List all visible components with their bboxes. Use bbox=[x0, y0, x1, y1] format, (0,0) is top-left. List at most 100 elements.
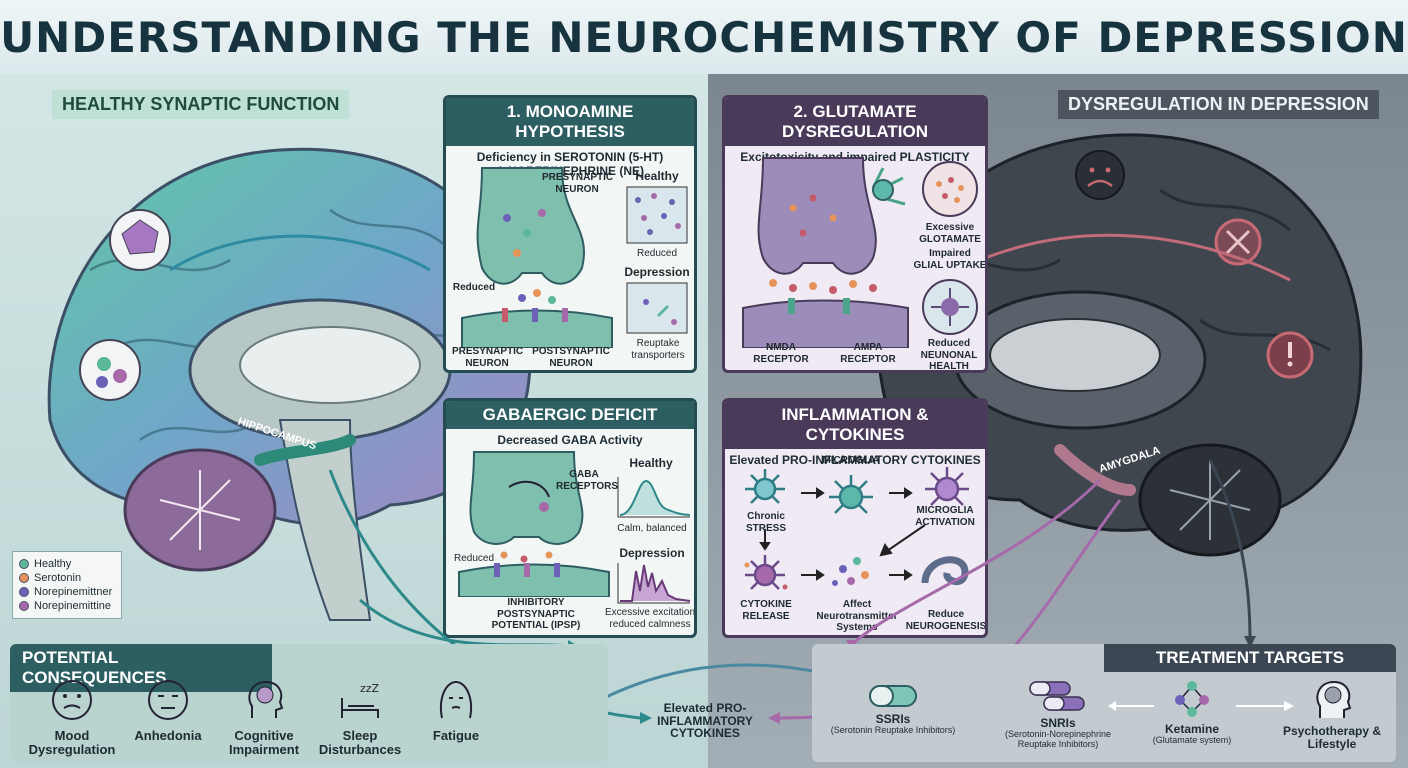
legend-dot bbox=[19, 601, 29, 611]
legend-dot bbox=[19, 573, 29, 583]
nmda-label: NMDA RECEPTOR bbox=[753, 342, 809, 365]
capsule-icon bbox=[869, 685, 917, 707]
treatment-arrows bbox=[1108, 701, 1294, 711]
consequence-label: Fatigue bbox=[432, 728, 480, 743]
reduced-side-label: Reduced bbox=[452, 282, 496, 293]
snri-sub-label: (Serotonin-Norepinephrine Reuptake Inhib… bbox=[1004, 729, 1112, 750]
presynaptic-bottom-label: PRESYNAPTIC NEURON bbox=[452, 346, 524, 369]
consequence-item: Mood Dysregulation bbox=[24, 678, 120, 758]
gaba-healthy-label: Healthy bbox=[629, 456, 673, 470]
presynaptic-top-label: PRESYNAPTIC NEURON bbox=[542, 172, 614, 195]
monoamine-panel: 1. MONOAMINE HYPOTHESIS Deficiency in SE… bbox=[443, 95, 697, 373]
treatment-ketamine: Ketamine (Glutamate system) bbox=[1142, 678, 1242, 746]
legend-item: Serotonin bbox=[19, 572, 115, 584]
inflammation-panel: INFLAMMATION & CYTOKINES Elevated PRO-IN… bbox=[722, 398, 988, 638]
gaba-synapse-icon bbox=[458, 451, 610, 597]
legend-item: Norepinemittine bbox=[19, 600, 115, 612]
cytokine-release-label: CYTOKINE RELEASE bbox=[740, 599, 792, 622]
calm-waveform bbox=[617, 477, 691, 518]
glutamate-synapse-icon bbox=[742, 157, 909, 348]
excitation-waveform bbox=[617, 563, 691, 604]
consequences-header: POTENTIAL CONSEQUENCES bbox=[10, 644, 272, 692]
consequence-item: Fatigue bbox=[408, 678, 504, 743]
legend: Healthy Serotonin Norepinemittner Norepi… bbox=[12, 551, 122, 619]
postsynaptic-label: POSTSYNAPTIC NEURON bbox=[532, 346, 610, 369]
cognitive-head-icon bbox=[248, 680, 284, 718]
reuptake-label: Reuptake transporters bbox=[631, 338, 685, 361]
gaba-depression-label: Depression bbox=[619, 546, 685, 560]
ssri-label: SSRIs bbox=[875, 712, 911, 726]
excessive-glutamate-label: Excessive GLOTAMATE bbox=[919, 222, 981, 245]
title-bar: UNDERSTANDING THE NEUROCHEMISTRY OF DEPR… bbox=[0, 0, 1408, 74]
healthy-section-tag: HEALTHY SYNAPTIC FUNCTION bbox=[52, 90, 350, 119]
inhibitory-label: INHIBITORY POSTSYNAPTIC POTENTIAL (IPSP) bbox=[491, 597, 581, 631]
monoamine-header: 1. MONOAMINE HYPOTHESIS bbox=[446, 98, 694, 146]
mono-depression-label: Depression bbox=[624, 265, 690, 279]
treatment-section: TREATMENT TARGETS SSRIs (Serotonin Reupt… bbox=[812, 644, 1396, 762]
gaba-reduced-label: Reduced bbox=[453, 553, 495, 564]
gaba-header: GABAERGIC DEFICIT bbox=[446, 401, 694, 429]
fatigue-face-icon bbox=[440, 680, 472, 719]
legend-dot bbox=[19, 587, 29, 597]
legend-label: Serotonin bbox=[34, 572, 82, 584]
consequence-item: Anhedonia bbox=[120, 678, 216, 743]
mono-healthy-box bbox=[626, 186, 688, 244]
treatment-snri: SNRIs (Serotonin-Norepinephrine Reuptake… bbox=[990, 680, 1126, 750]
legend-label: Healthy bbox=[34, 558, 72, 570]
mood-face-icon bbox=[52, 680, 92, 720]
reduce-neurogenesis-label: Reduce NEUROGENESIS bbox=[905, 609, 987, 632]
psychotherapy-label: Psychotherapy & Lifestyle bbox=[1282, 724, 1382, 752]
page-title: UNDERSTANDING THE NEUROCHEMISTRY OF DEPR… bbox=[0, 12, 1408, 62]
neuronal-health-icon bbox=[922, 279, 978, 335]
reduced-neuronal-label: Reduced NEUNONAL HEALTH bbox=[920, 338, 978, 372]
monoamine-synapse-icon bbox=[461, 167, 613, 348]
head-brain-icon bbox=[1316, 680, 1352, 718]
consequences-section: POTENTIAL CONSEQUENCES Mood Dysregulatio… bbox=[10, 644, 608, 762]
ketamine-sub-label: (Glutamate system) bbox=[1152, 735, 1232, 746]
mono-depression-box bbox=[626, 282, 688, 334]
inflammation-flow-diagram bbox=[744, 467, 969, 590]
svg-text:zzZ: zzZ bbox=[360, 682, 380, 695]
microglia-activation-label: MICROGLIA ACTIVATION bbox=[915, 505, 975, 528]
consequence-item: Cognitive Impairment bbox=[216, 678, 312, 758]
microglia-label: MICROGLIA bbox=[822, 455, 880, 466]
impaired-glial-label: Impaired GLIAL UPTAKE bbox=[913, 248, 987, 271]
consequence-label: Anhedonia bbox=[134, 728, 202, 743]
ssri-sub-label: (Serotonin Reuptake Inhibitors) bbox=[830, 725, 956, 736]
mono-healthy-label: Healthy bbox=[635, 169, 679, 183]
legend-dot bbox=[19, 559, 29, 569]
gaba-receptors-label: GABA RECEPTORS bbox=[556, 469, 619, 492]
treatment-header: TREATMENT TARGETS bbox=[1104, 644, 1396, 672]
consequence-label: Mood Dysregulation bbox=[28, 728, 116, 758]
legend-item: Norepinemittner bbox=[19, 586, 115, 598]
treatment-psychotherapy: Psychotherapy & Lifestyle bbox=[1272, 678, 1392, 751]
consequence-label: Cognitive Impairment bbox=[228, 728, 300, 758]
glutamate-header: 2. GLUTAMATE DYSREGULATION bbox=[725, 98, 985, 146]
snri-label: SNRIs bbox=[1040, 716, 1076, 730]
consequence-item: zzZ Sleep Disturbances bbox=[312, 678, 408, 758]
ampa-label: AMPA RECEPTOR bbox=[840, 342, 896, 365]
mono-reduced-box-label: Reduced bbox=[636, 248, 678, 259]
excessive-excitation-label: Excessive excitation reduced calmness bbox=[604, 607, 696, 630]
sleep-bed-icon: zzZ bbox=[341, 682, 380, 718]
inflammation-header: INFLAMMATION & CYTOKINES bbox=[725, 401, 985, 449]
legend-item: Healthy bbox=[19, 558, 115, 570]
capsules-icon bbox=[1029, 681, 1085, 711]
depression-section-tag: DYSREGULATION IN DEPRESSION bbox=[1058, 90, 1379, 119]
gaba-panel: GABAERGIC DEFICIT Decreased GABA Activit… bbox=[443, 398, 697, 638]
anhedonia-face-icon bbox=[148, 680, 188, 720]
calm-label: Calm, balanced bbox=[617, 523, 687, 534]
depressed-brain-illustration bbox=[877, 133, 1363, 557]
glutamate-panel: 2. GLUTAMATE DYSREGULATION Excitotoxicit… bbox=[722, 95, 988, 373]
consequence-label: Sleep Disturbances bbox=[318, 728, 402, 758]
chronic-stress-label: Chronic STRESS bbox=[745, 511, 786, 534]
legend-label: Norepinemittner bbox=[34, 586, 113, 598]
affect-neurotransmitter-label: Affect Neurotransmitter Systems bbox=[816, 599, 898, 633]
inflammation-sub: Elevated PRO-INFLAMMATORY CYTOKINES bbox=[729, 453, 981, 467]
gaba-sub: Decreased GABA Activity bbox=[497, 433, 643, 447]
excessive-glutamate-icon bbox=[922, 161, 978, 217]
legend-label: Norepinemittine bbox=[34, 600, 112, 612]
cytokines-center-label: Elevated PRO-INFLAMMATORY CYTOKINES bbox=[657, 701, 753, 741]
treatment-ssri: SSRIs (Serotonin Reuptake Inhibitors) bbox=[818, 684, 968, 736]
ketamine-label: Ketamine bbox=[1164, 722, 1220, 736]
